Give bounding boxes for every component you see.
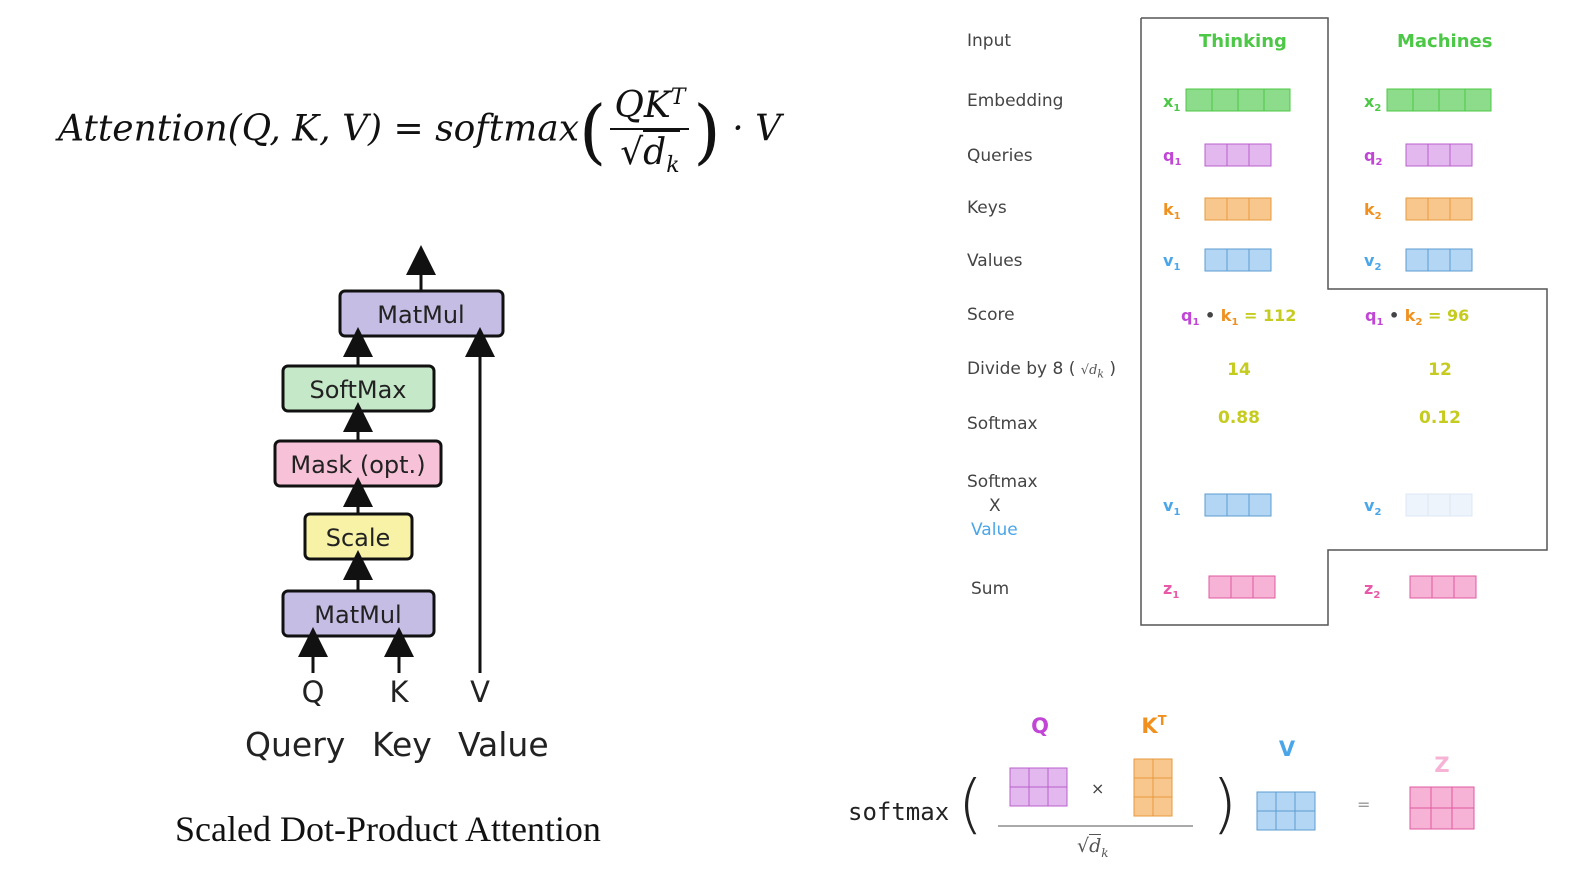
z2-label: z2 bbox=[1364, 579, 1381, 602]
value-v2-vector bbox=[1405, 248, 1473, 272]
weighted-v1-label: v1 bbox=[1163, 496, 1181, 519]
query-q1-vector bbox=[1204, 143, 1272, 167]
formula-denominator-text: dk bbox=[643, 130, 680, 178]
divided-machines: 12 bbox=[1428, 360, 1452, 380]
matrix-v-grid bbox=[1256, 791, 1316, 831]
row-label-sum: Sum bbox=[971, 579, 1010, 599]
matrix-grids bbox=[998, 758, 1475, 831]
k1-label: k1 bbox=[1163, 200, 1181, 223]
formula-k: k bbox=[666, 153, 680, 179]
matmul-bottom-label: MatMul bbox=[314, 601, 401, 629]
x2-label: x2 bbox=[1364, 92, 1382, 115]
matrix-close-paren: ) bbox=[1212, 768, 1237, 842]
formula-numerator-sup: T bbox=[670, 85, 686, 110]
formula-close-paren: ) bbox=[693, 90, 721, 173]
scale-label: Scale bbox=[326, 524, 391, 552]
mask-label: Mask (opt.) bbox=[290, 451, 425, 479]
formula-denominator: √dk bbox=[620, 130, 680, 179]
softmax-x-line3: Value bbox=[971, 520, 1018, 540]
query-word: Query bbox=[245, 725, 346, 764]
key-k1-vector bbox=[1204, 197, 1272, 221]
matrix-open-paren: ( bbox=[958, 768, 983, 842]
z1-label: z1 bbox=[1163, 579, 1180, 602]
q1-label: q1 bbox=[1163, 146, 1182, 169]
divide-text: Divide by 8 ( bbox=[967, 359, 1076, 379]
formula-numerator: QKT bbox=[610, 85, 690, 130]
row-label-queries: Queries bbox=[967, 146, 1033, 166]
row-label-softmax: Softmax bbox=[967, 414, 1038, 434]
row-label-keys: Keys bbox=[967, 198, 1007, 218]
q2-label: q2 bbox=[1364, 146, 1383, 169]
value-word: Value bbox=[458, 725, 549, 764]
formula-fraction: QKT√dk bbox=[610, 85, 690, 179]
row-label-values: Values bbox=[967, 251, 1023, 271]
sum-z1-vector bbox=[1208, 575, 1276, 599]
score-thinking: q1 • k1 = 112 bbox=[1181, 306, 1297, 329]
key-k2-vector bbox=[1405, 197, 1473, 221]
word-thinking: Thinking bbox=[1199, 31, 1287, 52]
matrix-q-grid bbox=[1009, 767, 1068, 807]
x1-label: x1 bbox=[1163, 92, 1181, 115]
formula-tail: · V bbox=[732, 108, 782, 150]
formula-numerator-text: QK bbox=[614, 85, 671, 126]
divide-sqrt: √dk bbox=[1080, 363, 1104, 381]
attention-formula: Attention(Q, K, V) = softmax(QKT√dk) · V bbox=[58, 85, 781, 178]
weighted-v2-label: v2 bbox=[1364, 496, 1382, 519]
k2-label: k2 bbox=[1364, 200, 1382, 223]
row-label-input: Input bbox=[967, 31, 1012, 51]
vectors-layer bbox=[1185, 88, 1492, 599]
matrix-v-label: V bbox=[1278, 737, 1296, 761]
matrix-equals: = bbox=[1357, 795, 1371, 814]
row-label-divide: Divide by 8 ( √dk ) bbox=[967, 359, 1116, 381]
input-k-label: K bbox=[389, 675, 409, 709]
block-diagram: MatMul SoftMax Mask (opt.) Scale MatMul bbox=[273, 245, 505, 673]
input-v-label: V bbox=[470, 675, 490, 709]
matrix-kt-label: KT bbox=[1141, 714, 1167, 738]
divide-close: ) bbox=[1109, 359, 1116, 379]
embedding-x2-vector bbox=[1386, 88, 1492, 112]
matrix-z-label: Z bbox=[1434, 753, 1450, 777]
formula-d: d bbox=[643, 132, 667, 173]
divide-d: d bbox=[1089, 363, 1098, 378]
worked-example-outline bbox=[1140, 17, 1548, 626]
divide-k: k bbox=[1097, 367, 1104, 381]
weighted-v1-vector bbox=[1204, 493, 1272, 517]
sum-z2-vector bbox=[1409, 575, 1477, 599]
softmax-x-line1: Softmax bbox=[967, 472, 1038, 492]
softmax-thinking: 0.88 bbox=[1218, 408, 1260, 428]
matrix-kt-grid bbox=[1133, 758, 1173, 817]
matrix-sqrt-dk: √dk bbox=[1077, 834, 1109, 860]
key-word: Key bbox=[372, 725, 432, 764]
score-machines: q1 • k2 = 96 bbox=[1365, 306, 1470, 329]
formula-open-paren: ( bbox=[579, 90, 607, 173]
embedding-x1-vector bbox=[1185, 88, 1291, 112]
matmul-top-label: MatMul bbox=[377, 301, 464, 329]
divided-thinking: 14 bbox=[1227, 360, 1251, 380]
matrix-softmax-label: softmax bbox=[848, 798, 950, 826]
matrix-z-grid bbox=[1409, 786, 1475, 830]
diagram-caption: Scaled Dot-Product Attention bbox=[175, 809, 601, 849]
softmax-machines: 0.12 bbox=[1419, 408, 1461, 428]
weighted-v2-vector bbox=[1405, 493, 1473, 517]
matrix-q-label: Q bbox=[1031, 714, 1049, 738]
input-q-label: Q bbox=[301, 675, 325, 709]
row-label-softmax-x-value: Softmax X Value bbox=[967, 470, 1038, 542]
v2-label: v2 bbox=[1364, 251, 1382, 274]
formula-lhs: Attention(Q, K, V) = softmax bbox=[58, 108, 579, 150]
row-label-score: Score bbox=[967, 305, 1015, 325]
matrix-times: × bbox=[1091, 779, 1105, 798]
row-label-embedding: Embedding bbox=[967, 91, 1064, 111]
query-q2-vector bbox=[1405, 143, 1473, 167]
v1-label: v1 bbox=[1163, 251, 1181, 274]
value-v1-vector bbox=[1204, 248, 1272, 272]
softmax-label: SoftMax bbox=[310, 376, 407, 404]
word-machines: Machines bbox=[1397, 31, 1493, 52]
softmax-x-line2: X bbox=[989, 496, 1001, 516]
thinking-region-outline bbox=[1140, 17, 1548, 626]
